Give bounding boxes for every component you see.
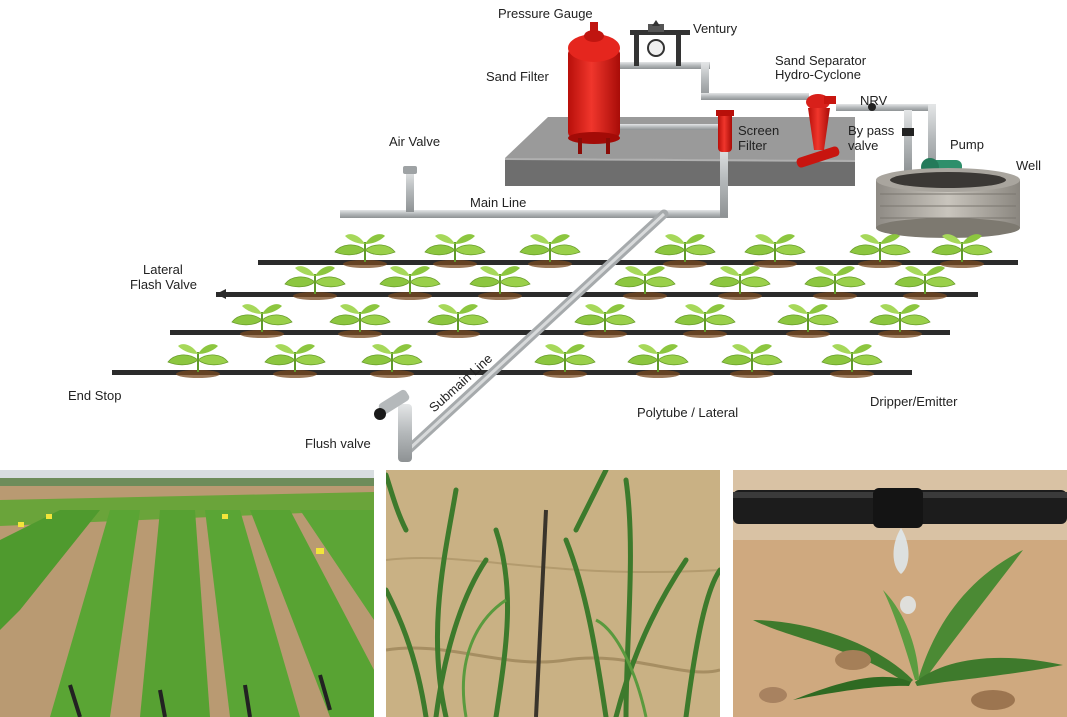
label-well: Well — [1016, 158, 1042, 173]
label-polytube-lateral: Polytube / Lateral — [637, 405, 739, 420]
label-ventury: Ventury — [693, 21, 738, 36]
photo-crop-row-drip — [386, 470, 720, 717]
label-pump: Pump — [950, 137, 984, 152]
label-lateral-1: Lateral — [143, 262, 183, 277]
label-screen-filter-2: Filter — [738, 138, 767, 153]
screen-filter — [716, 110, 734, 152]
by-pass-valve — [902, 128, 914, 136]
submain-line-pipe — [398, 209, 669, 462]
ventury-assembly — [647, 20, 665, 57]
well — [876, 168, 1020, 238]
drip-irrigation-diagram: Pressure Gauge Ventury Sand Filter Sand … — [68, 6, 1042, 462]
lateral-lines — [112, 260, 1018, 375]
flush-valve — [374, 389, 410, 420]
label-pressure-gauge: Pressure Gauge — [498, 6, 593, 21]
label-flush-valve: Flush valve — [305, 436, 371, 451]
label-sand-filter: Sand Filter — [486, 69, 549, 84]
label-by-pass-2: valve — [848, 138, 879, 153]
photo-dripper-closeup — [733, 470, 1067, 717]
nrv-valve — [868, 103, 876, 111]
main-line-pipe — [340, 30, 936, 218]
label-end-stop: End Stop — [68, 388, 122, 403]
label-hydro-cyclone: Hydro-Cyclone — [775, 67, 861, 82]
photo-field-rows — [0, 470, 374, 717]
label-dripper-emitter: Dripper/Emitter — [870, 394, 958, 409]
label-by-pass-1: By pass — [848, 123, 895, 138]
sand-filter-tank — [568, 22, 620, 154]
label-air-valve: Air Valve — [389, 134, 441, 149]
air-valve — [403, 166, 417, 212]
hydro-cyclone — [796, 94, 840, 168]
label-nrv: NRV — [860, 93, 888, 108]
label-main-line: Main Line — [470, 195, 527, 210]
label-screen-filter-1: Screen — [738, 123, 780, 138]
diagram-canvas — [112, 20, 1020, 462]
label-sand-separator: Sand Separator — [775, 53, 867, 68]
label-lateral-2: Flash Valve — [130, 277, 197, 292]
